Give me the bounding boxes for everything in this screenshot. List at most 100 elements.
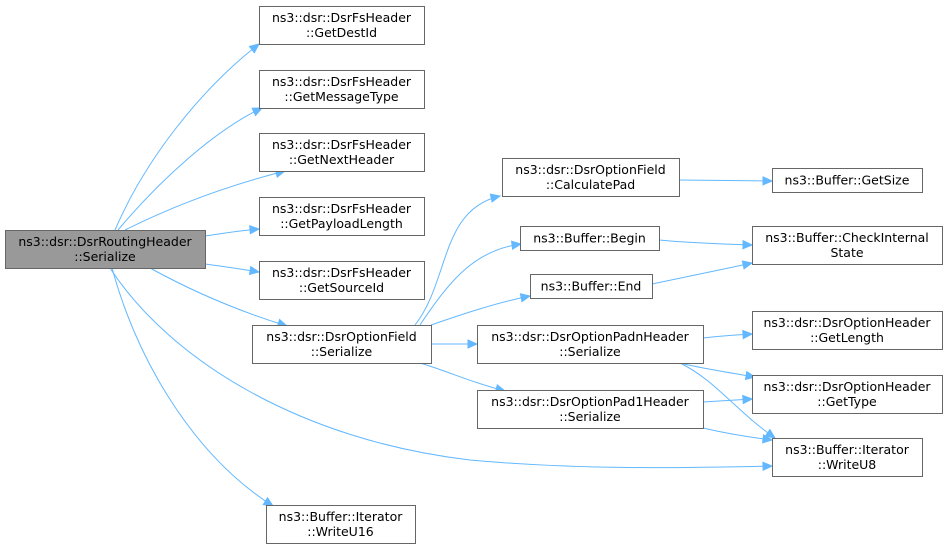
node-box[interactable] (752, 375, 943, 414)
edge-line (414, 195, 501, 326)
arrow-head-icon (249, 225, 261, 235)
edge-line (430, 295, 531, 326)
node-label-line: ns3::dsr::DsrFsHeader (272, 201, 412, 216)
edge-line (658, 239, 753, 246)
edge-optionFieldSerialize-to-bufferBegin (419, 240, 523, 326)
edge-padnSerialize-to-getType (679, 362, 757, 381)
node-getType[interactable]: ns3::dsr::DsrOptionHeader::GetType (752, 375, 943, 414)
node-box[interactable] (259, 261, 425, 300)
arrow-head-icon (764, 428, 777, 439)
edge-line (117, 107, 263, 231)
node-getSize[interactable]: ns3::Buffer::GetSize (772, 168, 923, 193)
node-label-line: ::Serialize (74, 249, 136, 264)
node-getPayloadLength[interactable]: ns3::dsr::DsrFsHeader::GetPayloadLength (259, 197, 425, 236)
node-getMessageType[interactable]: ns3::dsr::DsrFsHeader::GetMessageType (259, 70, 425, 109)
node-box[interactable] (477, 325, 704, 364)
node-box[interactable] (266, 505, 416, 544)
node-box[interactable] (752, 311, 943, 350)
node-getSourceId[interactable]: ns3::dsr::DsrFsHeader::GetSourceId (259, 261, 425, 300)
node-pad1Serialize[interactable]: ns3::dsr::DsrOptionPad1Header::Serialize (477, 390, 704, 429)
arrow-head-icon (262, 496, 275, 507)
node-getNextHeader[interactable]: ns3::dsr::DsrFsHeader::GetNextHeader (259, 133, 425, 172)
node-label-line: ns3::dsr::DsrOptionPadnHeader (491, 329, 689, 344)
node-bufferEnd[interactable]: ns3::Buffer::End (530, 274, 653, 299)
edge-bufferBegin-to-checkInternalState (658, 239, 754, 250)
edge-optionFieldSerialize-to-calculatePad (414, 193, 502, 326)
node-box[interactable] (530, 274, 653, 299)
arrow-head-icon (742, 394, 754, 405)
edge-line (679, 362, 756, 378)
node-label-line: ns3::dsr::DsrFsHeader (272, 265, 412, 280)
edge-line (702, 427, 773, 441)
edge-line (678, 179, 773, 182)
edges-layer (109, 43, 777, 507)
arrow-head-icon (251, 107, 264, 117)
node-box[interactable] (502, 158, 680, 197)
edge-optionFieldSerialize-to-pad1Serialize (419, 362, 507, 394)
arrow-head-icon (519, 293, 532, 303)
node-label-line: ns3::dsr::DsrFsHeader (272, 74, 412, 89)
arrow-head-icon (741, 260, 754, 270)
node-label-line: ns3::dsr::DsrFsHeader (272, 10, 412, 25)
edge-calculatePad-to-getSize (678, 176, 774, 186)
node-label-line: ::GetMessageType (284, 89, 399, 104)
node-label-line: ::WriteU8 (818, 457, 877, 472)
node-calculatePad[interactable]: ns3::dsr::DsrOptionField::CalculatePad (502, 158, 680, 197)
node-label-line: ns3::dsr::DsrOptionPad1Header (491, 394, 689, 409)
arrow-head-icon (489, 193, 502, 203)
node-label-line: ::CalculatePad (546, 177, 635, 192)
node-label-line: ns3::Buffer::GetSize (785, 173, 910, 188)
arrow-head-icon (762, 461, 774, 471)
edge-root-to-getMessageType (117, 107, 264, 231)
node-label-line: ::GetSourceId (299, 280, 384, 295)
edge-line (679, 362, 776, 439)
edge-padnSerialize-to-writeU8 (679, 362, 777, 439)
edge-line (651, 262, 753, 285)
node-root[interactable]: ns3::dsr::DsrRoutingHeader::Serialize (5, 230, 206, 269)
node-label-line: ns3::dsr::DsrOptionField (266, 329, 416, 344)
node-label-line: ::GetDestId (306, 25, 377, 40)
edge-line (419, 362, 506, 392)
edge-line (419, 243, 522, 326)
edge-line (111, 267, 274, 507)
node-box[interactable] (520, 226, 660, 251)
node-label-line: ::WriteU16 (307, 524, 374, 539)
node-box[interactable] (259, 133, 425, 172)
node-box[interactable] (772, 438, 923, 477)
node-box[interactable] (259, 197, 425, 236)
node-bufferBegin[interactable]: ns3::Buffer::Begin (520, 226, 660, 251)
node-getLength[interactable]: ns3::dsr::DsrOptionHeader::GetLength (752, 311, 943, 350)
node-box[interactable] (252, 325, 432, 364)
node-getDestId[interactable]: ns3::dsr::DsrFsHeader::GetDestId (259, 6, 425, 45)
nodes-layer: ns3::dsr::DsrRoutingHeader::Serializens3… (5, 6, 943, 544)
node-label-line: ns3::Buffer::Iterator (785, 442, 910, 457)
arrow-head-icon (761, 434, 774, 444)
node-box[interactable] (477, 390, 704, 429)
edge-padnSerialize-to-getLength (702, 329, 754, 340)
edge-line (124, 170, 286, 231)
node-box[interactable] (5, 230, 206, 269)
edge-line (109, 267, 773, 469)
node-label-line: ns3::Buffer::Begin (533, 231, 646, 246)
node-label-line: ns3::Buffer::CheckInternal (765, 230, 929, 245)
node-padnSerialize[interactable]: ns3::dsr::DsrOptionPadnHeader::Serialize (477, 325, 704, 364)
node-label-line: ::GetPayloadLength (280, 216, 403, 231)
arrow-head-icon (762, 176, 774, 186)
node-box[interactable] (772, 168, 923, 193)
node-box[interactable] (752, 226, 943, 265)
edge-root-to-getPayloadLength (204, 225, 261, 237)
edge-line (149, 267, 288, 327)
node-label-line: ::Serialize (311, 344, 373, 359)
node-box[interactable] (259, 70, 425, 109)
node-writeU16[interactable]: ns3::Buffer::Iterator::WriteU16 (266, 505, 416, 544)
edge-pad1Serialize-to-writeU8 (702, 427, 774, 444)
node-writeU8[interactable]: ns3::Buffer::Iterator::WriteU8 (772, 438, 923, 477)
node-box[interactable] (259, 6, 425, 45)
node-label-line: ::Serialize (559, 344, 621, 359)
arrow-head-icon (248, 265, 261, 276)
edge-root-to-writeU16 (111, 267, 275, 507)
node-optionFieldSerialize[interactable]: ns3::dsr::DsrOptionField::Serialize (252, 325, 432, 364)
arrow-head-icon (742, 239, 754, 250)
